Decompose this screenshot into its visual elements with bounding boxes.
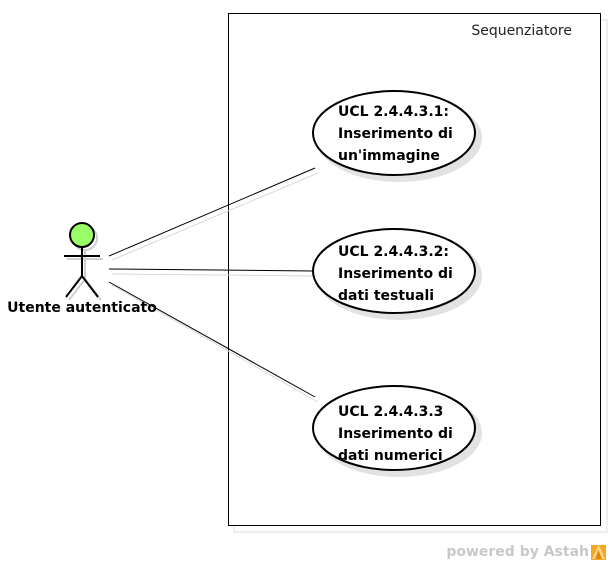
use-case-2-line-1: UCL 2.4.4.3.2: bbox=[338, 244, 449, 260]
astah-logo-icon bbox=[591, 544, 606, 560]
system-title: Sequenziatore bbox=[471, 23, 572, 39]
actor-utente-autenticato[interactable]: Utente autenticato bbox=[7, 222, 157, 316]
use-case-2-line-3: dati testuali bbox=[338, 288, 434, 304]
use-case-2[interactable]: UCL 2.4.4.3.2: Inserimento di dati testu… bbox=[312, 228, 482, 320]
astah-watermark: powered by Astah bbox=[446, 543, 606, 561]
watermark-text: powered by Astah bbox=[446, 544, 589, 560]
stick-figure-icon bbox=[64, 247, 100, 298]
use-case-2-line-2: Inserimento di bbox=[338, 266, 453, 282]
use-case-1[interactable]: UCL 2.4.4.3.1: Inserimento di un'immagin… bbox=[312, 90, 482, 182]
association-shadows bbox=[111, 172, 319, 403]
association-line-3[interactable] bbox=[108, 281, 316, 398]
use-case-1-line-1: UCL 2.4.4.3.1: bbox=[338, 104, 449, 120]
use-case-ellipse bbox=[312, 228, 476, 314]
association-line-2[interactable] bbox=[108, 268, 314, 272]
use-case-ellipse bbox=[312, 90, 476, 176]
use-case-3-line-2: Inserimento di bbox=[338, 426, 453, 442]
actor-head-icon bbox=[69, 222, 95, 248]
use-case-3-line-1: UCL 2.4.4.3.3 bbox=[338, 404, 443, 420]
use-case-3[interactable]: UCL 2.4.4.3.3 Inserimento di dati numeri… bbox=[312, 385, 482, 477]
association-line-1[interactable] bbox=[108, 167, 316, 257]
actor-label: Utente autenticato bbox=[7, 300, 157, 316]
use-case-ellipse bbox=[312, 385, 476, 471]
use-case-1-line-3: un'immagine bbox=[338, 148, 440, 164]
use-case-3-line-3: dati numerici bbox=[338, 448, 443, 464]
use-case-1-line-2: Inserimento di bbox=[338, 126, 453, 142]
